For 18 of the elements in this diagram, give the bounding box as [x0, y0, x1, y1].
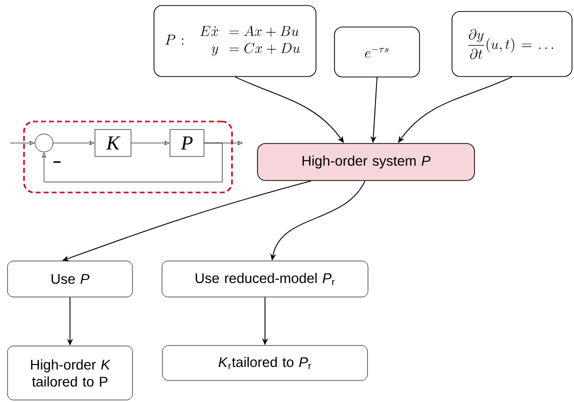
- arrow: [53, 140, 94, 146]
- arrow: [10, 140, 34, 146]
- process-box: High-order K tailored to P: [7, 346, 133, 400]
- equation-box: $\frac{\partial y}{\partial t}(u,t) = \dots$: [452, 11, 572, 77]
- process-box: K$_{r}$tailored to P$_{r}$: [162, 345, 368, 381]
- loop-frame: [23, 120, 233, 194]
- equation-box: $e^{-\tau s}$: [334, 26, 420, 78]
- process-box: Use P: [7, 260, 133, 298]
- system-box: High-order system P: [257, 143, 475, 181]
- summing-junction: [34, 134, 54, 152]
- arrow: [131, 140, 170, 146]
- block: P: [170, 129, 204, 157]
- minus-sign: −: [54, 161, 61, 163]
- arrow: [204, 140, 243, 146]
- arrow: [42, 142, 222, 182]
- block: K: [94, 129, 132, 157]
- equation-box: $P:\;\begin{array}{rl}E\dot{x} & = Ax+Bu\\ y & = Cx+Du\end{array}$: [154, 5, 316, 77]
- process-box: Use reduced-model P$_{r}$: [162, 260, 368, 298]
